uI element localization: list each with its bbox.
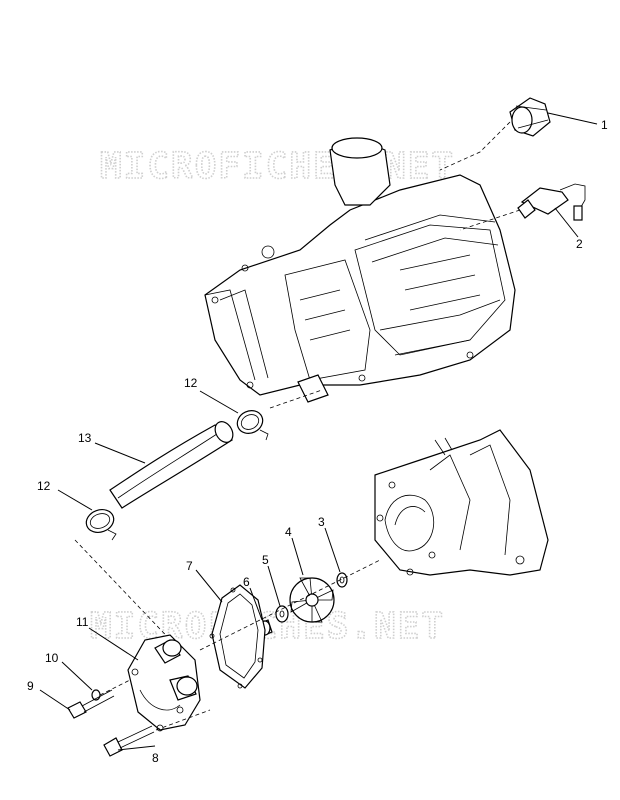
part-11-water-pump-cover bbox=[127, 634, 201, 732]
callout-12-upper: 12 bbox=[184, 376, 198, 390]
callout-6: 6 bbox=[243, 575, 250, 589]
callout-12-lower: 12 bbox=[37, 479, 51, 493]
callout-5: 5 bbox=[262, 553, 269, 567]
part-3-seal bbox=[336, 572, 348, 588]
leader-lines bbox=[39, 112, 598, 751]
callout-2: 2 bbox=[576, 237, 583, 251]
callout-10: 10 bbox=[45, 651, 59, 665]
part-2-temperature-sensor bbox=[517, 183, 586, 221]
callout-13: 13 bbox=[78, 431, 92, 445]
callout-9: 9 bbox=[27, 679, 34, 693]
callout-1: 1 bbox=[601, 118, 608, 132]
watermark-top: MICROFICHES.NET bbox=[100, 146, 455, 187]
crankcase-assembly bbox=[374, 429, 549, 576]
part-8-bolt bbox=[103, 725, 155, 757]
part-7-gasket bbox=[209, 584, 266, 689]
part-4-impeller bbox=[289, 577, 335, 623]
callout-7: 7 bbox=[186, 559, 193, 573]
part-12-upper-clamp bbox=[236, 410, 269, 441]
callout-3: 3 bbox=[318, 515, 325, 529]
part-9-bolt bbox=[67, 689, 115, 719]
callout-11: 11 bbox=[76, 615, 89, 629]
callout-4: 4 bbox=[285, 525, 292, 539]
callout-8: 8 bbox=[152, 751, 159, 765]
part-5-washer bbox=[275, 605, 289, 623]
part-13-coolant-hose bbox=[109, 421, 234, 509]
part-1-thermostat-cap bbox=[509, 97, 551, 137]
part-12-lower-clamp bbox=[85, 509, 117, 541]
cylinder-head-assembly bbox=[204, 137, 516, 403]
